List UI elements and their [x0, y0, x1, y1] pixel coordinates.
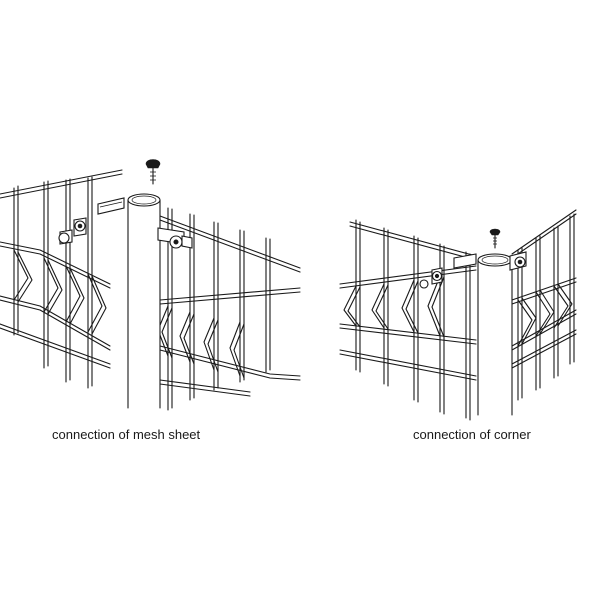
- right-mesh-panel: [511, 209, 577, 401]
- corner-connection-drawing: [339, 209, 577, 421]
- corner-connection-panel: connection of corner: [300, 150, 600, 450]
- round-post: [477, 253, 513, 416]
- mesh-sheet-connection-panel: connection of mesh sheet: [0, 150, 301, 450]
- left-mesh-panel: [0, 169, 123, 389]
- screw-icon: [489, 228, 501, 249]
- caption-corner-connection: connection of corner: [413, 427, 531, 442]
- round-post: [127, 193, 161, 410]
- right-clamp: [157, 227, 193, 249]
- left-clamp: [419, 253, 477, 289]
- left-clamp: [58, 197, 125, 245]
- caption-mesh-sheet-connection: connection of mesh sheet: [52, 427, 201, 442]
- mesh-sheet-connection-drawing: [0, 159, 301, 411]
- screw-icon: [145, 159, 161, 185]
- right-clamp: [509, 251, 527, 271]
- left-mesh-panel: [339, 219, 477, 421]
